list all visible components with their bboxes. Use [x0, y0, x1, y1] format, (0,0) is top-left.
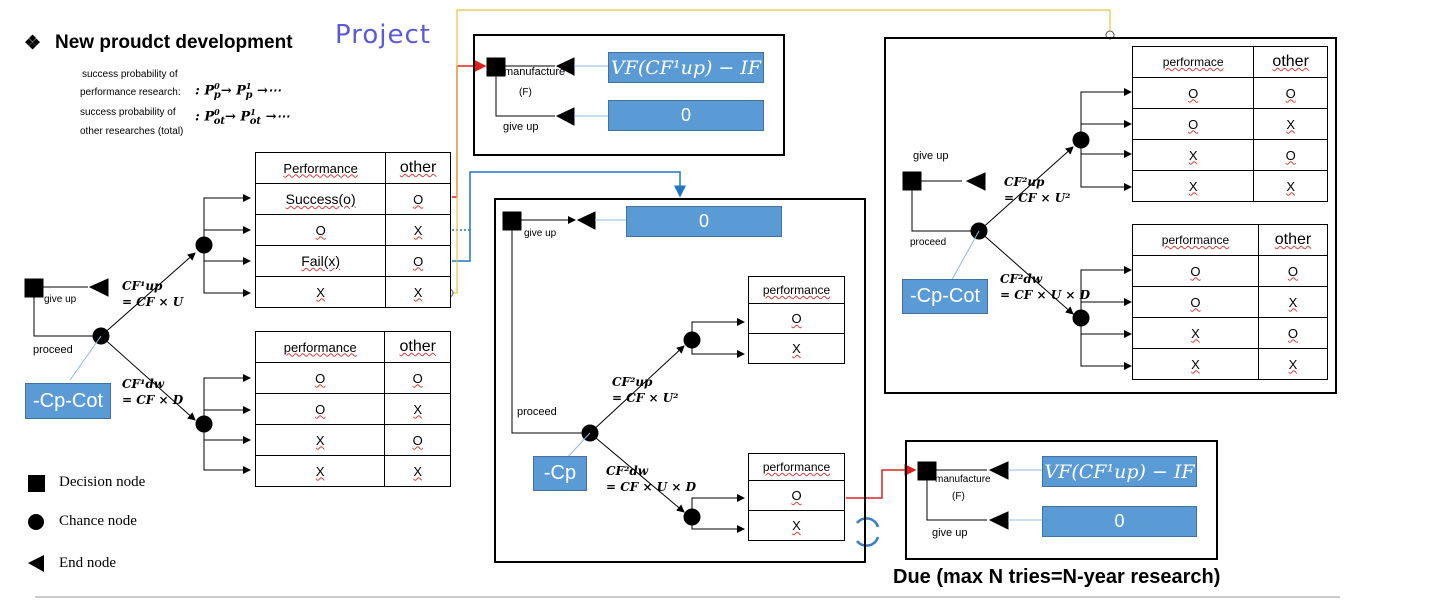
chance-node-dw1	[195, 415, 213, 433]
tree-top-manufacture	[486, 57, 608, 126]
due-give-up-label: give up	[932, 527, 968, 539]
mid-cf-dw: CF²dw= CF × U × D	[606, 464, 696, 494]
due-caption: Due (max N tries=N-year research)	[893, 566, 1221, 588]
handwritten-note: Project	[335, 20, 431, 50]
top-give-up-label: give up	[503, 121, 539, 133]
table-header: performance	[748, 276, 845, 304]
header-bullet: ❖	[24, 33, 42, 54]
right-cost-box: -Cp-Cot	[902, 279, 988, 314]
table-header: performance	[748, 453, 845, 481]
end-node-right	[965, 172, 986, 191]
main-tree	[24, 194, 251, 474]
legend-end-icon	[28, 555, 44, 572]
prob-perf-label-1: success probability of	[82, 69, 178, 80]
top-value-box: VF(CF¹up) − IF	[608, 52, 764, 83]
prob-perf-label-2: performance research:	[80, 87, 181, 98]
table-header: performance	[254, 331, 386, 363]
blue-link-mid	[452, 171, 686, 262]
table-header: Performance	[254, 152, 387, 184]
decision-node-main	[24, 278, 44, 298]
mid-proceed-label: proceed	[517, 406, 557, 418]
table-header: other	[384, 331, 451, 363]
table-header: performance	[1132, 224, 1259, 256]
table-row: O	[748, 303, 845, 334]
mid-cf-up: CF²up= CF × U²	[612, 375, 679, 405]
table-header: other	[385, 152, 451, 184]
yellow-link	[449, 9, 1111, 294]
prob-other-label-1: success probability of	[80, 107, 176, 118]
due-value-box: VF(CF¹up) − IF	[1042, 456, 1197, 487]
right-give-up-label: give up	[913, 150, 949, 162]
due-manufacture-label: manufacture	[935, 474, 991, 485]
tree-middle	[502, 211, 745, 533]
prob-other-sequence: : P0ot→ P1ot →⋯	[195, 107, 290, 127]
legend-chance-label: Chance node	[59, 513, 137, 529]
table-row: O	[748, 480, 845, 511]
end-node-main	[88, 278, 109, 297]
main-cf-up: CF¹up= CF × U	[122, 279, 184, 309]
loop-icon	[856, 517, 880, 547]
table-header: other	[1257, 224, 1329, 256]
prob-other-label-2: other researches (total)	[80, 126, 184, 137]
due-zero-box: 0	[1042, 506, 1197, 537]
top-f-label: (F)	[519, 87, 532, 98]
tree-right	[902, 88, 1132, 370]
chance-node-up1	[195, 236, 213, 254]
table-mid-dw: performance O X	[748, 453, 845, 541]
due-f-label: (F)	[952, 491, 965, 502]
table-row: Fail(x)O	[254, 245, 451, 277]
box-due	[905, 440, 1218, 560]
page-title: New proudct development	[55, 32, 293, 53]
top-zero-box: 0	[608, 100, 764, 131]
legend-end-label: End node	[59, 555, 117, 571]
box-top-manufacture	[473, 34, 785, 156]
main-cf-dw: CF¹dw= CF × D	[122, 377, 184, 407]
box-middle	[494, 198, 866, 563]
table-row: X	[748, 333, 845, 364]
mid-cost-box: -Cp	[533, 456, 587, 491]
tree-due	[917, 461, 1042, 530]
table-row: X	[748, 510, 845, 541]
top-manufacture-label: manufacture	[504, 66, 566, 78]
legend-decision-icon	[28, 475, 45, 492]
prob-perf-sequence: : P0p→ P1p →⋯	[195, 81, 281, 101]
main-give-up-label: give up	[44, 294, 77, 305]
table-mid-up: performance O X	[748, 276, 845, 364]
main-proceed-label: proceed	[33, 344, 73, 356]
main-cost-box: -Cp-Cot	[25, 383, 111, 419]
box-right	[884, 37, 1337, 394]
table-header: performace	[1131, 46, 1255, 78]
right-proceed-label: proceed	[910, 237, 947, 248]
right-cf-up: CF²up= CF × U²	[1004, 175, 1071, 205]
table-header: other	[1253, 46, 1328, 78]
right-cf-dw: CF²dw= CF × U × D	[1000, 272, 1090, 302]
legend-decision-label: Decision node	[59, 474, 146, 490]
mid-zero-box: 0	[626, 206, 782, 237]
legend-chance-icon	[28, 514, 44, 530]
table-row: Success(o)O	[254, 183, 451, 215]
mid-give-up-label: give up	[524, 228, 557, 239]
